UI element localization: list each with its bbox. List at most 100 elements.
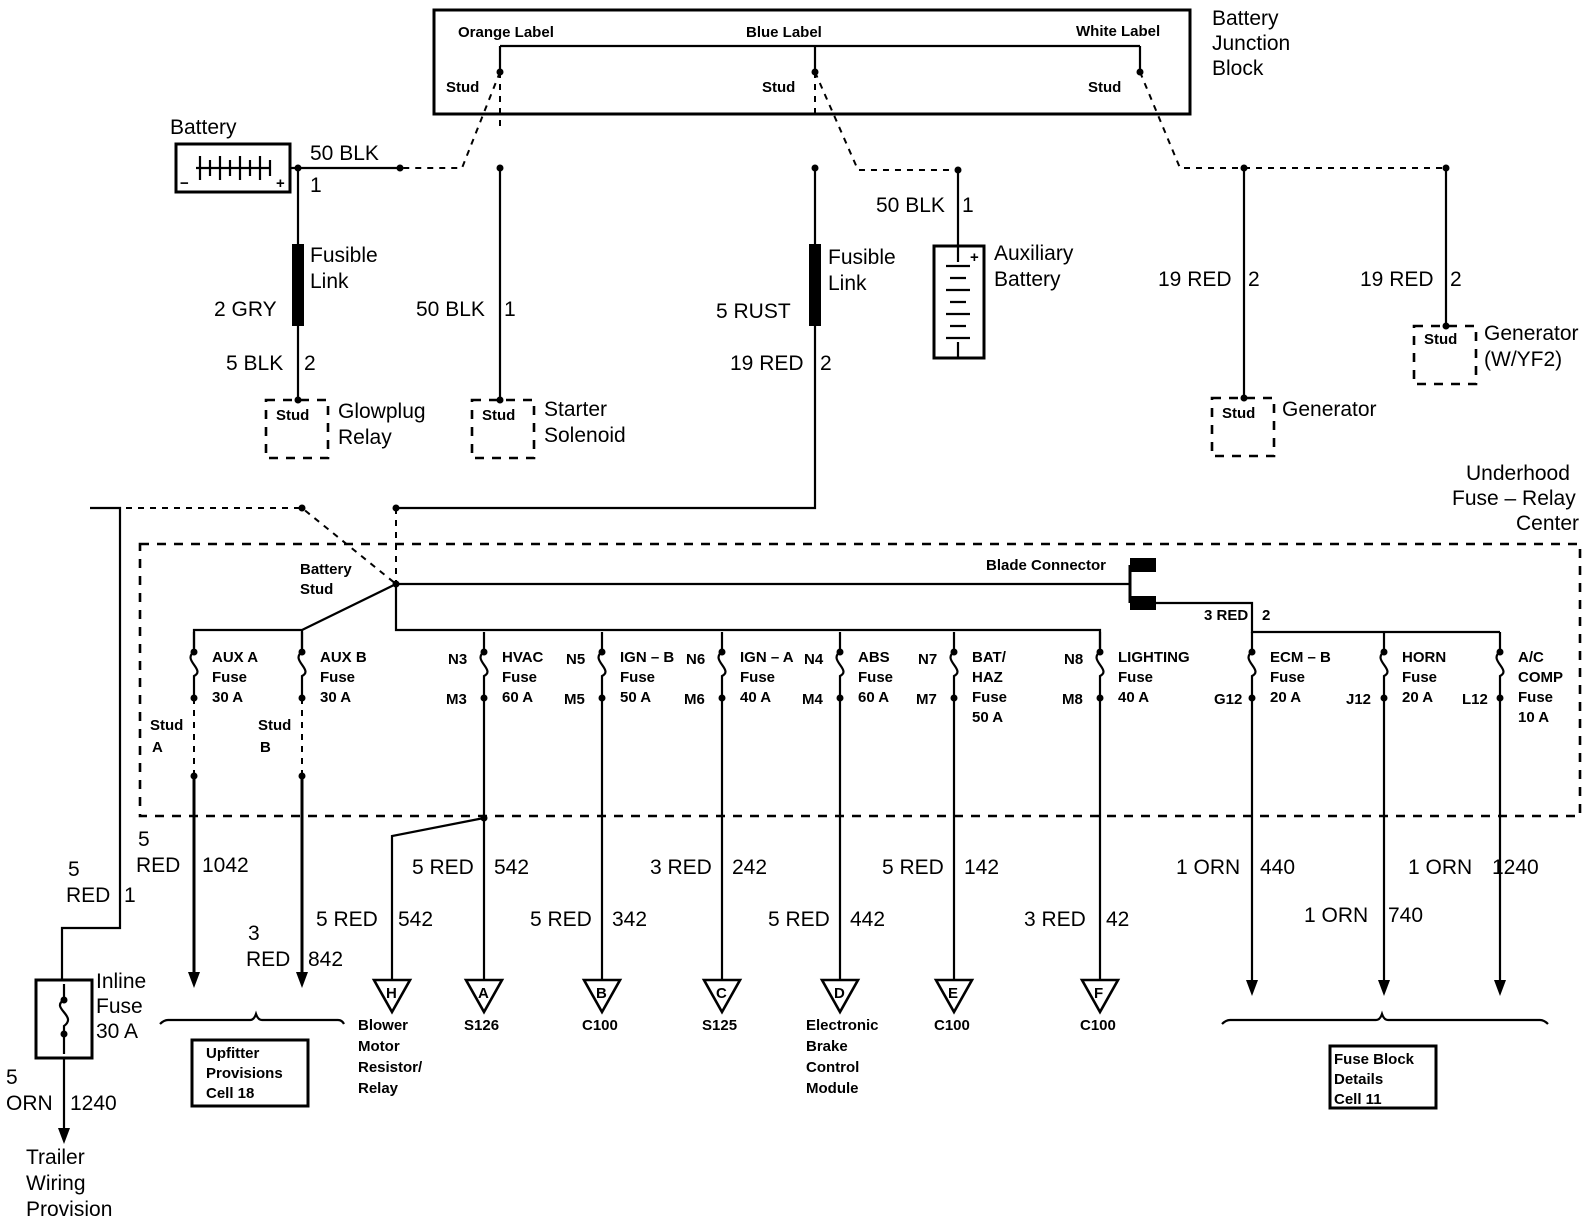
aux-battery-dashed <box>814 71 958 171</box>
blue-label: Blue Label <box>746 24 822 41</box>
fuse-name: HORN <box>1402 649 1446 666</box>
connector-destination: Module <box>806 1080 859 1097</box>
wire-label: 5 RED <box>882 856 944 879</box>
circuit-number: 1042 <box>202 854 249 877</box>
upfitter-label: Provisions <box>206 1065 283 1082</box>
connector-letter: F <box>1094 985 1103 1002</box>
battery-junction-block: Orange Label Blue Label White Label Stud… <box>432 7 1290 116</box>
pin-label: 1 <box>504 298 516 321</box>
connector-triangle <box>933 978 975 1015</box>
generator-branch: 19 RED 2 Stud Generator <box>1158 164 1377 458</box>
fuse-block-label: Fuse Block <box>1334 1051 1415 1068</box>
arrow-icon <box>1494 980 1506 996</box>
connector-letter: B <box>596 985 607 1002</box>
fusible-link-label: Link <box>828 272 867 295</box>
wire-color: RED <box>246 948 290 971</box>
fuse-name: COMP <box>1518 669 1563 686</box>
link-wire-label: 2 GRY <box>214 298 277 321</box>
upfitter-label: Upfitter <box>206 1045 259 1062</box>
fuse-name: 10 A <box>1518 709 1549 726</box>
svg-text:+: + <box>276 175 285 192</box>
glowplug-branch: Fusible Link 2 GRY 5 BLK 2 Stud Glowplug… <box>214 168 426 460</box>
circuit-number: 1 <box>124 884 136 907</box>
upfitter-label: Cell 18 <box>206 1085 254 1102</box>
stud-label: Stud <box>1222 405 1255 422</box>
connector-destination: S125 <box>702 1017 737 1034</box>
connector-destination: Resistor/ <box>358 1059 423 1076</box>
arrow-icon <box>1378 980 1390 996</box>
battery-pin: 1 <box>310 174 322 197</box>
junction-block-title: Battery <box>1212 7 1279 30</box>
stud-label: Stud <box>258 717 291 734</box>
inline-fuse-label: Fuse <box>96 995 143 1018</box>
wire-color: RED <box>136 854 180 877</box>
underhood-fuse-relay-center: Underhood Fuse – Relay Center Battery St… <box>138 462 1582 818</box>
connector-letter: H <box>386 985 397 1002</box>
fuse-symbol <box>479 632 489 698</box>
battery-stud-label: Battery <box>300 561 352 578</box>
cavity-label: M4 <box>802 691 823 708</box>
connector-destination: Motor <box>358 1038 400 1055</box>
connector-destination: Brake <box>806 1038 848 1055</box>
battery-cable-dashed <box>400 71 501 169</box>
fuse-name: Fuse <box>740 669 775 686</box>
circuit-number: 242 <box>732 856 767 879</box>
inline-fuse-label: Inline <box>96 970 146 993</box>
battery-stud-label: Stud <box>300 581 333 598</box>
wire-label: 5 RED <box>530 908 592 931</box>
wire-gauge: 5 <box>138 828 150 851</box>
fuse-name: 20 A <box>1270 689 1301 706</box>
connector-letter: A <box>478 985 489 1002</box>
fusible-link-label: Fusible <box>828 246 896 269</box>
starter-solenoid-label: Solenoid <box>544 424 626 447</box>
fuse-symbol <box>597 632 607 698</box>
stud-label: Stud <box>762 79 795 96</box>
stud-label: Stud <box>276 407 309 424</box>
circuit-number: 342 <box>612 908 647 931</box>
svg-text:+: + <box>970 249 979 266</box>
wire-label: 1 ORN <box>1304 904 1368 927</box>
cavity-label: L12 <box>1462 691 1488 708</box>
cavity-label: N3 <box>448 651 467 668</box>
generator-yf2-label: Generator <box>1484 322 1579 345</box>
fusible-link <box>292 244 304 326</box>
connector-letter: D <box>834 985 845 1002</box>
stud-label: Stud <box>150 717 183 734</box>
aux-battery-label: Battery <box>994 268 1061 291</box>
fuse-symbol <box>717 632 727 698</box>
cavity-label: J12 <box>1346 691 1371 708</box>
pin-label: 2 <box>1248 268 1260 291</box>
fuse-name: LIGHTING <box>1118 649 1190 666</box>
stud-label: Stud <box>446 79 479 96</box>
link-wire-label: 5 RUST <box>716 300 791 323</box>
connector-triangle <box>1079 978 1121 1015</box>
fuse-block-label: Cell 11 <box>1334 1091 1382 1108</box>
main-bus <box>394 584 1102 648</box>
blade-connector <box>1130 558 1156 572</box>
cavity-label: N5 <box>566 651 585 668</box>
fuse-name: 30 A <box>320 689 351 706</box>
fuse-name: 60 A <box>858 689 889 706</box>
arrow-icon <box>296 972 308 988</box>
blower-branch <box>390 816 485 980</box>
blade-wire-label: 3 RED <box>1204 607 1248 624</box>
battery-wire-label: 50 BLK <box>310 142 379 165</box>
cavity-label: M3 <box>446 691 467 708</box>
stud-label: A <box>152 739 163 756</box>
stud-label: B <box>260 739 271 756</box>
fusible-link-label: Link <box>310 270 349 293</box>
wire-label: 19 RED <box>1158 268 1232 291</box>
fuse-name: BAT/ <box>972 649 1007 666</box>
fuse-name: IGN – A <box>740 649 794 666</box>
fuse-name: 30 A <box>212 689 243 706</box>
fuse-symbol <box>1247 632 1257 698</box>
wire-label: 19 RED <box>730 352 804 375</box>
pin-label: 2 <box>1450 268 1462 291</box>
